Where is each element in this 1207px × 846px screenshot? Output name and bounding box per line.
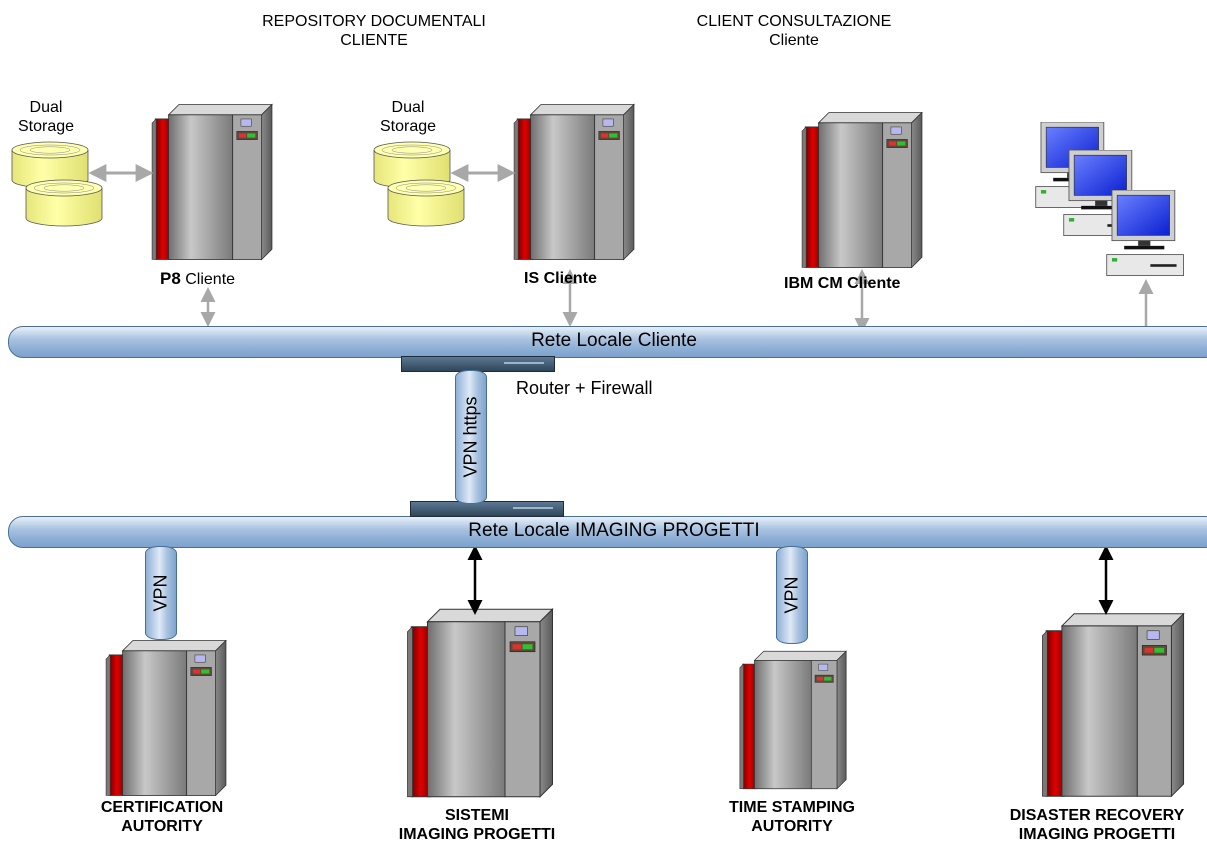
client-consultazione-header: CLIENT CONSULTAZIONE Cliente [696,13,892,50]
disaster-recovery-server-icon [1041,613,1185,797]
is-server-icon [513,103,635,261]
p8-server-icon [151,103,273,261]
router-firewall-label: Router + Firewall [516,378,653,398]
p8-server-label: P8 Cliente [160,269,235,289]
dual-storage-label: Dual Storage [379,99,437,136]
client-pc-icon [1106,190,1185,277]
p8-server-label-bold: P8 [160,269,181,288]
dual-storage-label: Dual Storage [17,99,75,136]
p8-server-label-rest: Cliente [180,271,236,288]
is-server-label: IS Cliente [524,270,597,287]
router-firewall-icon [410,501,564,517]
certification-server-icon [105,640,227,796]
certification-autority-label: CERTIFICATION AUTORITY [100,799,224,836]
vpn-https-tube: VPN https [455,370,487,504]
vpn-certification-label: VPN [150,574,171,612]
time-stamping-autority-label: TIME STAMPING AUTORITY [729,799,855,836]
vpn-certification-tube: VPN [145,546,177,640]
time-stamping-server-icon [739,650,847,790]
vpn-time-stamping-label: VPN [781,576,802,614]
vpn-time-stamping-tube: VPN [776,546,808,644]
disaster-recovery-label: DISASTER RECOVERY IMAGING PROGETTI [1009,807,1185,844]
rete-locale-cliente-network: Rete Locale Cliente [8,326,1207,358]
rete-locale-imaging-label: Rete Locale IMAGING PROGETTI [468,520,760,541]
sistemi-server-icon [406,608,554,798]
sistemi-imaging-label: SISTEMI IMAGING PROGETTI [398,807,556,844]
rete-locale-cliente-label: Rete Locale Cliente [531,330,697,351]
ibm-cm-server-icon [801,112,923,268]
storage-disk-icon [387,179,465,227]
ibm-cm-server-label: IBM CM Cliente [784,275,901,292]
rete-locale-imaging-network: Rete Locale IMAGING PROGETTI [8,516,1207,548]
vpn-https-label: VPN https [460,396,481,478]
storage-disk-icon [25,179,103,227]
repository-header: REPOSITORY DOCUMENTALI CLIENTE [262,13,486,50]
